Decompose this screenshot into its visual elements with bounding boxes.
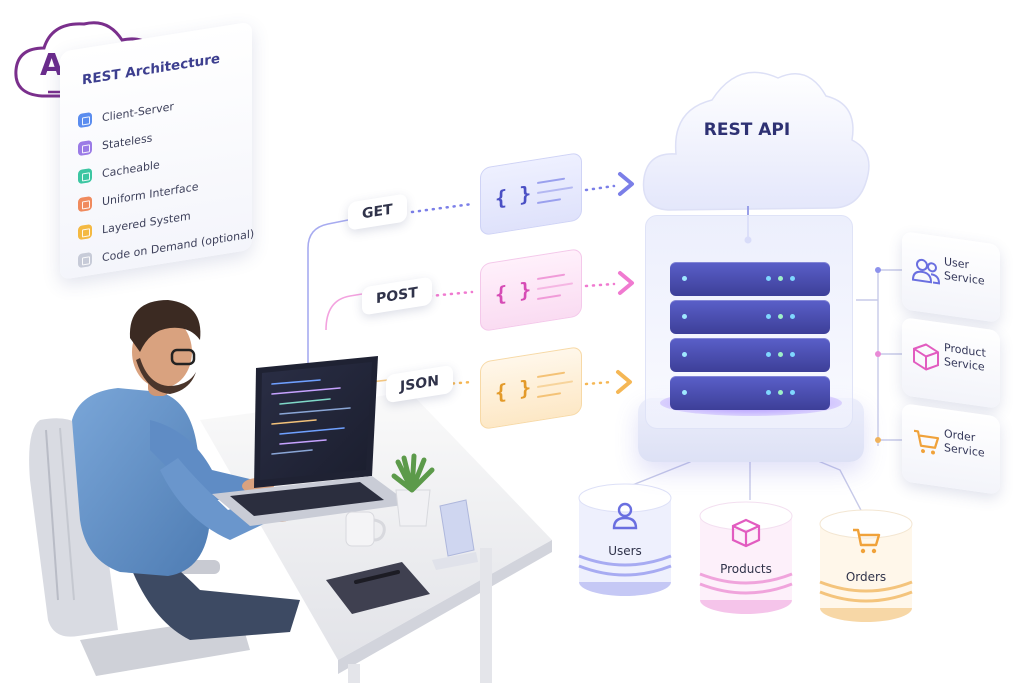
cacheable-icon xyxy=(78,167,92,185)
status-led xyxy=(778,390,783,395)
status-led xyxy=(682,390,687,395)
database-label: Orders xyxy=(845,570,887,584)
server-rack xyxy=(670,338,830,372)
cloud-label: REST API xyxy=(703,120,791,140)
plant-pot xyxy=(391,453,435,527)
service-card-order: Order Service xyxy=(902,403,1000,495)
service-card-user: User Service xyxy=(902,231,1000,323)
flow-lines xyxy=(410,184,616,386)
cart-icon xyxy=(853,528,881,554)
code-line xyxy=(537,198,561,205)
service-label: Order Service xyxy=(944,427,985,460)
status-led xyxy=(778,276,783,281)
server-rack xyxy=(670,262,830,296)
json-braces-icon: { } xyxy=(495,276,532,307)
user-icon xyxy=(612,502,638,530)
server-rack xyxy=(670,376,830,410)
service-label: User Service xyxy=(944,255,985,288)
code-line xyxy=(537,282,573,291)
arrow-post-icon xyxy=(618,271,634,295)
status-led xyxy=(766,352,771,357)
uniform-interface-icon xyxy=(78,195,92,213)
code-line xyxy=(537,294,561,301)
arrow-get-icon xyxy=(618,172,634,196)
database-products: Products xyxy=(700,504,792,616)
rest-architecture-card: REST Architecture Client-Server Stateles… xyxy=(60,21,254,281)
rest-architecture-title: REST Architecture xyxy=(82,50,221,89)
arrow-json-icon xyxy=(616,370,632,394)
code-on-demand-icon xyxy=(78,251,92,269)
coffee-mug xyxy=(345,511,386,547)
layered-system-icon xyxy=(78,223,92,241)
server-rack xyxy=(670,300,830,334)
client-server-icon xyxy=(78,111,92,129)
status-led xyxy=(766,390,771,395)
status-led xyxy=(682,352,687,357)
json-braces-icon: { } xyxy=(495,374,532,405)
status-led xyxy=(778,352,783,357)
status-led xyxy=(766,276,771,281)
database-label: Users xyxy=(608,544,642,558)
database-orders: Orders xyxy=(820,512,912,624)
service-label: Product Service xyxy=(944,341,986,374)
users-icon xyxy=(912,258,940,285)
code-line xyxy=(537,186,573,195)
principle-label: Client-Server xyxy=(102,99,174,124)
code-line xyxy=(537,371,565,379)
box-icon xyxy=(913,343,939,371)
principle-label: Cacheable xyxy=(102,157,160,180)
status-led xyxy=(790,314,795,319)
status-led xyxy=(682,314,687,319)
cart-icon xyxy=(914,429,940,455)
laptop xyxy=(212,356,410,526)
db-cylinders xyxy=(578,483,913,622)
status-led xyxy=(778,314,783,319)
service-bus-dots xyxy=(875,267,881,443)
code-line xyxy=(537,273,565,281)
desk xyxy=(200,392,552,683)
database-label: Products xyxy=(720,562,772,576)
status-led xyxy=(682,276,687,281)
developer-person xyxy=(72,300,300,640)
flow-arrows xyxy=(616,172,634,394)
status-led xyxy=(790,390,795,395)
notebook xyxy=(326,562,430,614)
json-braces-icon: { } xyxy=(495,180,532,211)
rest-architecture-list: Client-Server Stateless Cacheable Unifor… xyxy=(78,79,254,275)
status-led xyxy=(766,314,771,319)
service-card-product: Product Service xyxy=(902,317,1000,409)
status-led xyxy=(790,276,795,281)
principle-label: Stateless xyxy=(102,130,153,152)
phone-stand xyxy=(432,499,478,570)
code-line xyxy=(537,392,561,399)
database-users: Users xyxy=(579,486,671,598)
box-icon xyxy=(731,518,761,548)
status-led xyxy=(790,352,795,357)
code-line xyxy=(537,177,565,185)
code-line xyxy=(537,380,573,389)
stateless-icon xyxy=(78,139,92,157)
